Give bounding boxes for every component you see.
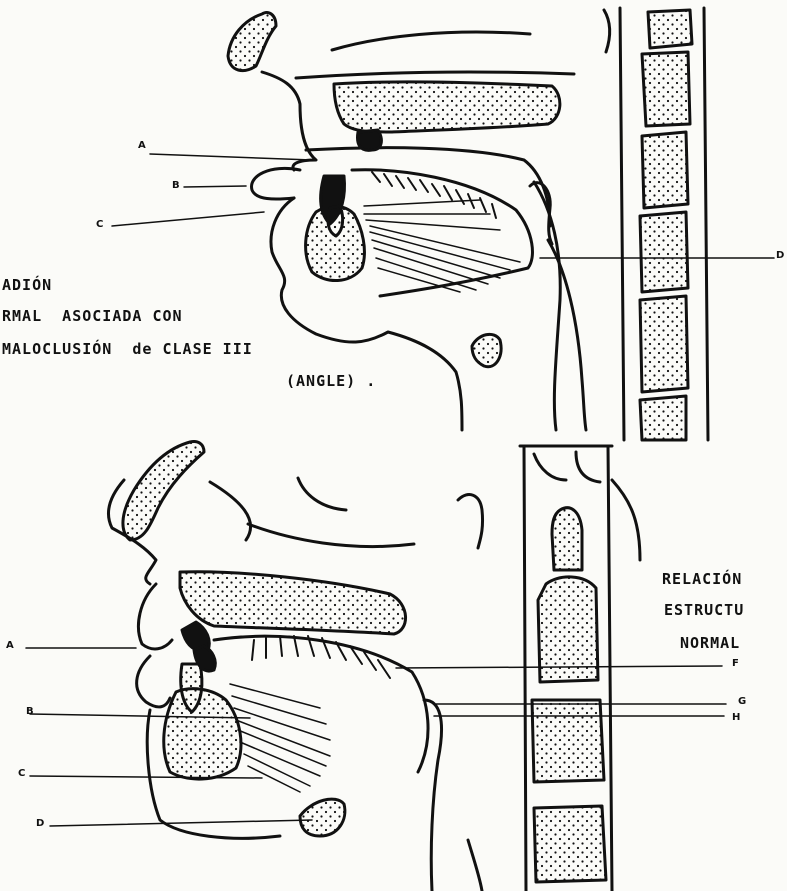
bottom-hook [458,495,483,548]
top-caption-line2: RMAL ASOCIADA CON [2,307,183,325]
top-vertebra-1 [648,10,692,48]
bottom-vertebra-1 [552,508,582,570]
top-nasal-bone [228,13,276,71]
top-label-c: C [96,219,103,230]
bottom-label-b: B [26,706,34,717]
top-spine-front [620,8,624,440]
top-vertebra-6 [640,396,686,440]
top-caption-line4: (ANGLE) . [286,372,376,390]
bottom-spine-back [608,446,612,891]
bottom-tongue [214,636,428,772]
bottom-lid-line [248,524,414,547]
bottom-caption-line1: RELACIÓN [662,570,742,588]
bottom-spine-detail [612,480,640,560]
top-vertebra-5 [640,296,688,392]
top-face-profile [262,72,316,170]
top-label-d: D [776,250,784,261]
top-diagram [112,8,774,440]
top-lower-incisor [328,206,343,236]
top-vertebra-3 [642,132,688,208]
top-brow-line [332,32,530,50]
bottom-brow-line [210,482,251,540]
bottom-vertebra-top [534,452,600,482]
top-hard-palate [296,72,574,78]
top-pharynx-front [534,182,560,430]
bottom-label-d: D [36,818,44,829]
top-tongue [352,170,532,296]
top-vertebra-4 [640,212,688,292]
top-upper-lip [252,168,300,199]
bottom-caption-line2: ESTRUCTU [664,601,744,619]
top-maxilla [334,82,560,132]
bottom-caption-line3: NORMAL [680,634,740,652]
bottom-hyoid [300,799,345,836]
top-spine-back [704,8,708,440]
bottom-lower-lip [137,656,170,707]
bottom-mandible [164,689,241,779]
bottom-label-h: H [732,712,740,723]
bottom-eye-line [298,478,346,510]
top-vertebra-2 [642,52,690,126]
bottom-maxilla [180,572,406,634]
bottom-label-c: C [18,768,25,779]
bottom-label-f: F [732,658,739,669]
top-palate-hatch [372,172,496,218]
bottom-vertebra-4 [534,806,606,882]
bottom-label-a: A [6,640,14,651]
top-molar [358,130,382,150]
top-caption-line1: ADIÓN [2,276,52,294]
bottom-upper-lip [138,584,172,649]
bottom-vertebra-3 [532,700,604,782]
top-hyoid [472,334,501,366]
top-genioglossus-hatch [364,200,520,292]
top-label-b: B [172,180,180,191]
bottom-label-g: G [738,696,746,707]
top-lower-lip-chin [271,198,462,430]
bottom-nasal-bone [123,441,204,540]
bottom-leader-lines [26,648,726,826]
bottom-palate-hatch [252,636,390,678]
top-caption-line3: MALOCLUSIÓN de CLASE III [2,340,253,358]
top-label-a: A [138,140,146,151]
bottom-genioglossus-hatch [230,684,330,792]
bottom-diagram [26,441,726,891]
bottom-pharynx-back [468,840,482,891]
bottom-spine-front [524,446,526,891]
